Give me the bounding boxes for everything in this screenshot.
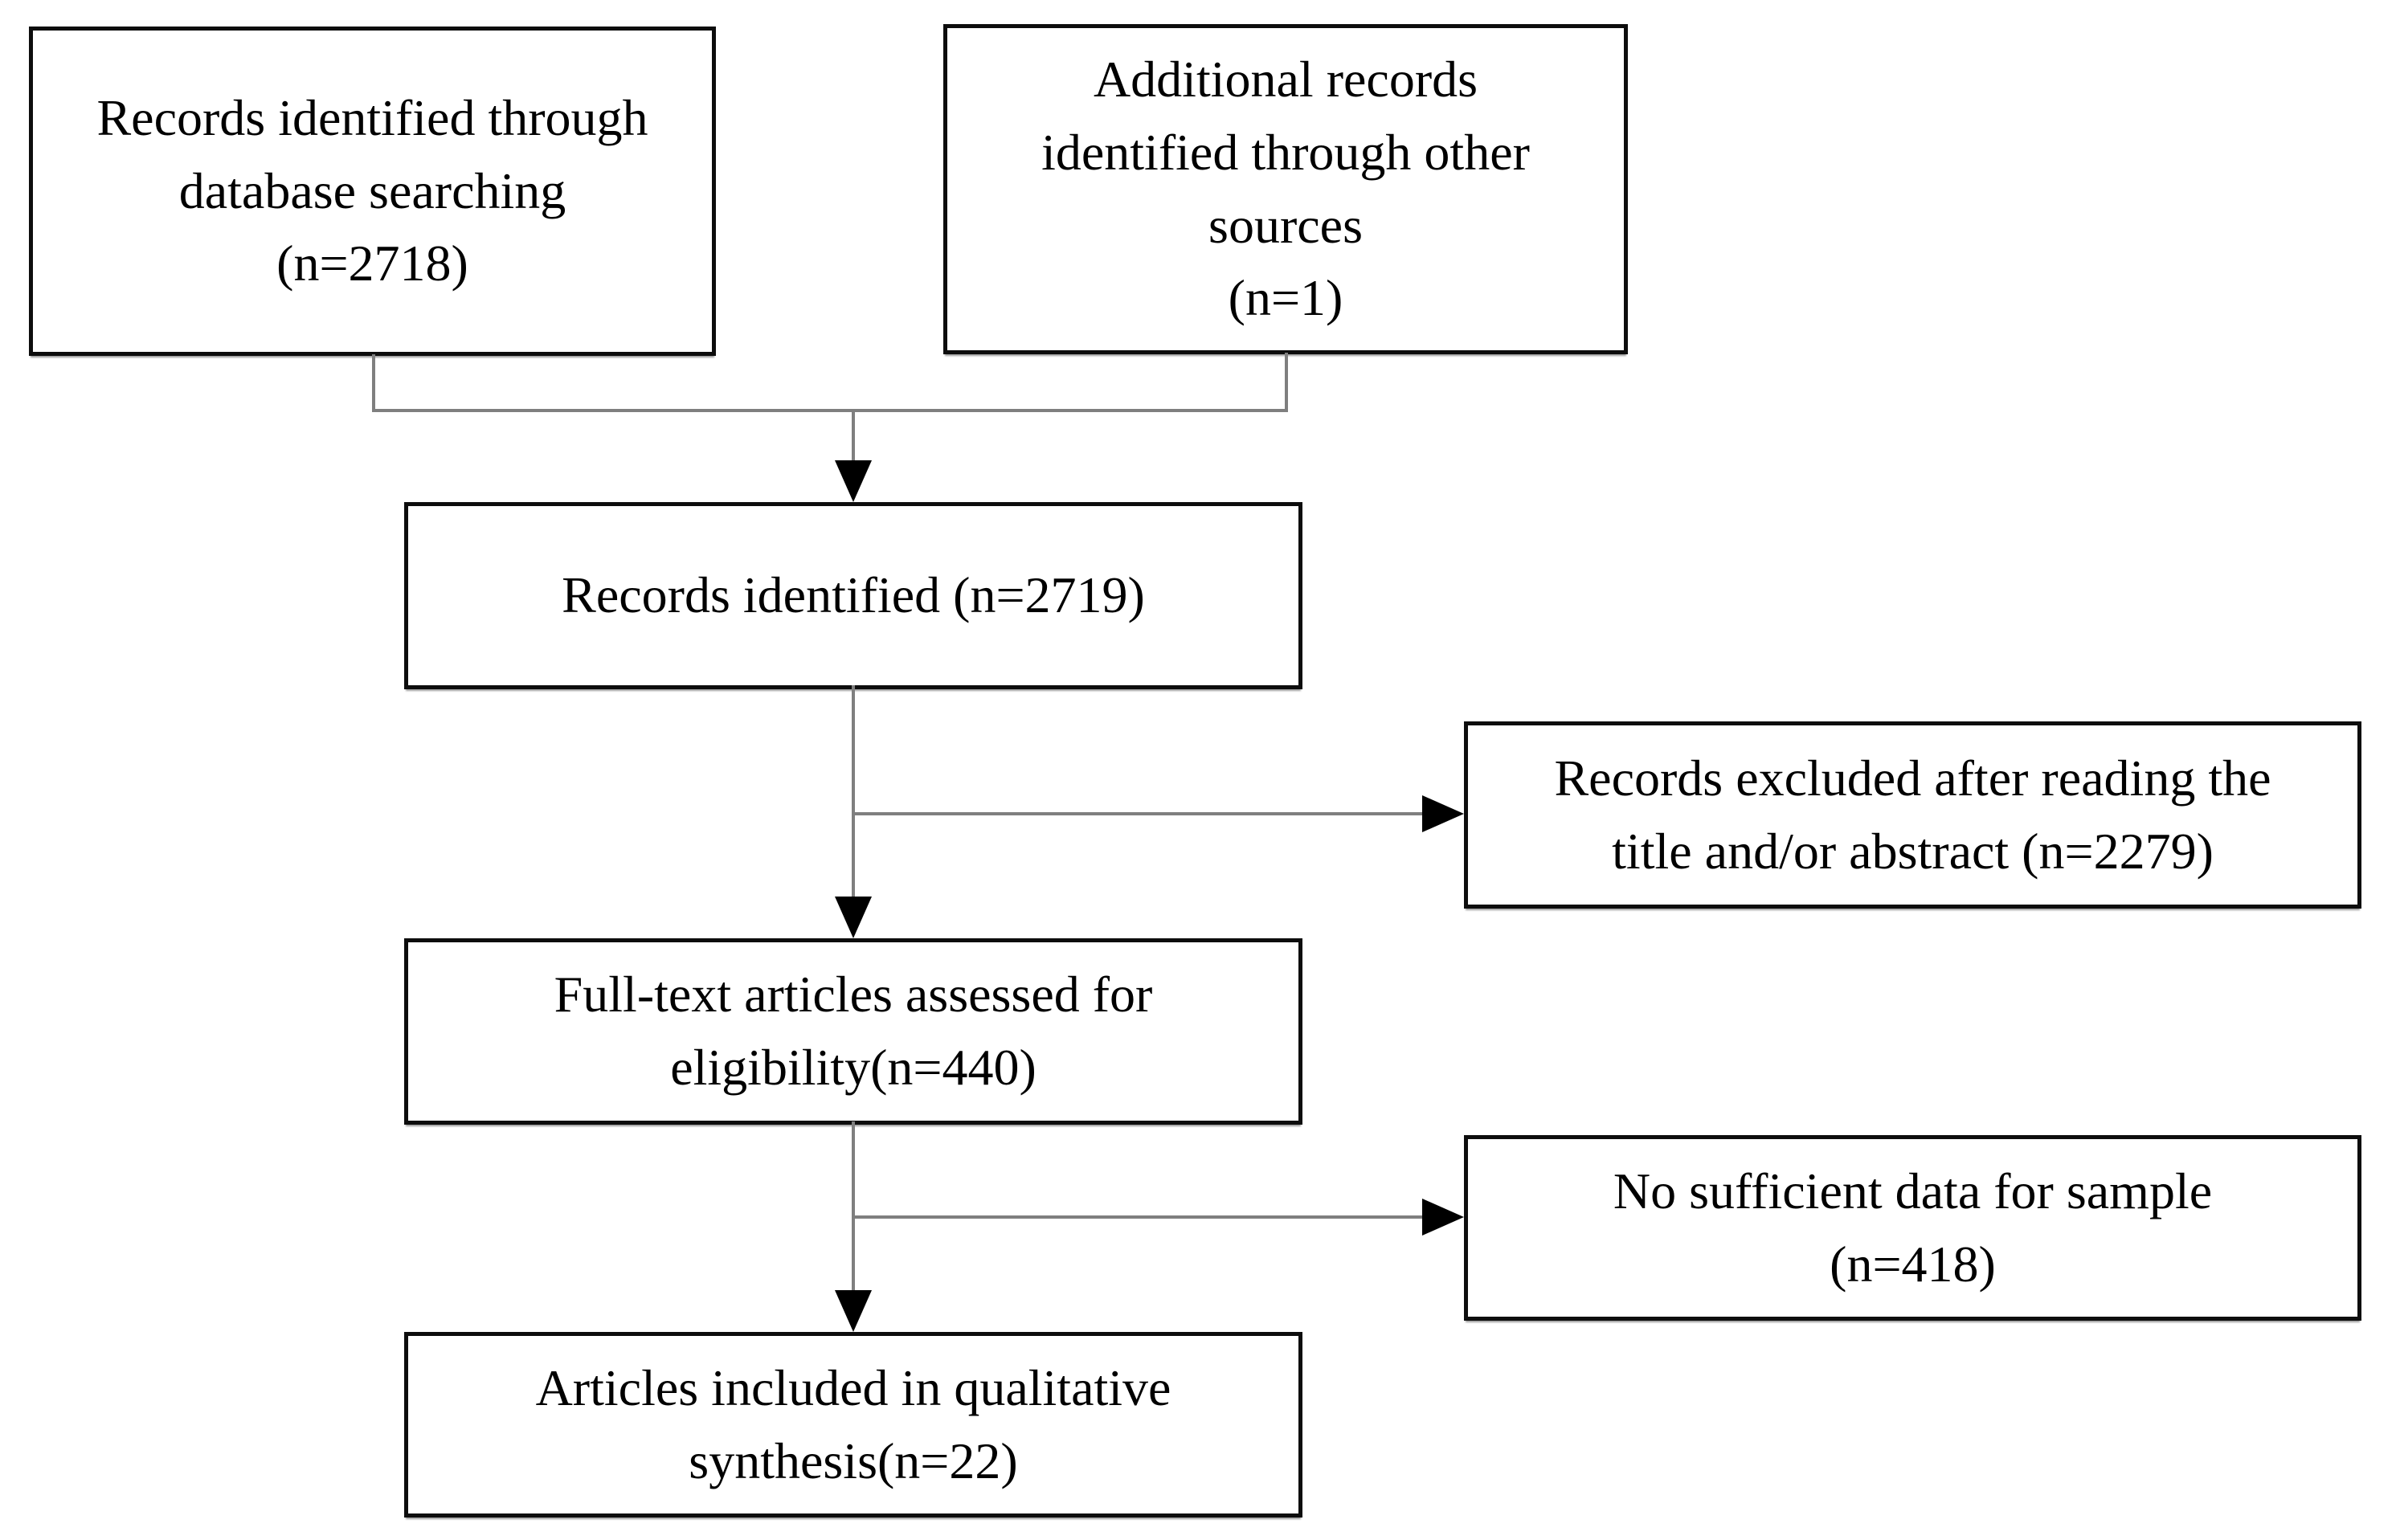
box-records-identified-total: Records identified (n=2719) <box>404 502 1302 689</box>
connector-merge-to-total-line <box>852 409 855 467</box>
box-additional-records-other-sources: Additional records identified through ot… <box>943 24 1628 354</box>
box-fulltext-assessed-eligibility: Full-text articles assessed for eligibil… <box>404 938 1302 1125</box>
arrowhead-into-no-sufficient-data <box>1422 1199 1464 1236</box>
box-articles-included-qualitative: Articles included in qualitative synthes… <box>404 1332 1302 1518</box>
arrowhead-into-fulltext-assessed <box>835 897 872 938</box>
box-no-sufficient-data-sample: No sufficient data for sample (n=418) <box>1464 1135 2361 1321</box>
arrowhead-into-records-identified <box>835 460 872 502</box>
connector-branch-to-records-excluded <box>852 812 1426 815</box>
connector-total-to-fulltext-line <box>852 685 855 902</box>
connector-branch-to-no-sufficient-data <box>852 1215 1426 1219</box>
connector-merge-bar <box>372 409 1288 412</box>
connector-stub-other-sources-box <box>1285 353 1288 412</box>
connector-fulltext-to-included-line <box>852 1121 855 1297</box>
box-records-excluded-title-abstract: Records excluded after reading the title… <box>1464 721 2361 909</box>
arrowhead-into-articles-included <box>835 1290 872 1332</box>
box-records-identified-database: Records identified through database sear… <box>29 27 716 356</box>
arrowhead-into-records-excluded <box>1422 795 1464 832</box>
connector-stub-database-box <box>372 354 375 412</box>
